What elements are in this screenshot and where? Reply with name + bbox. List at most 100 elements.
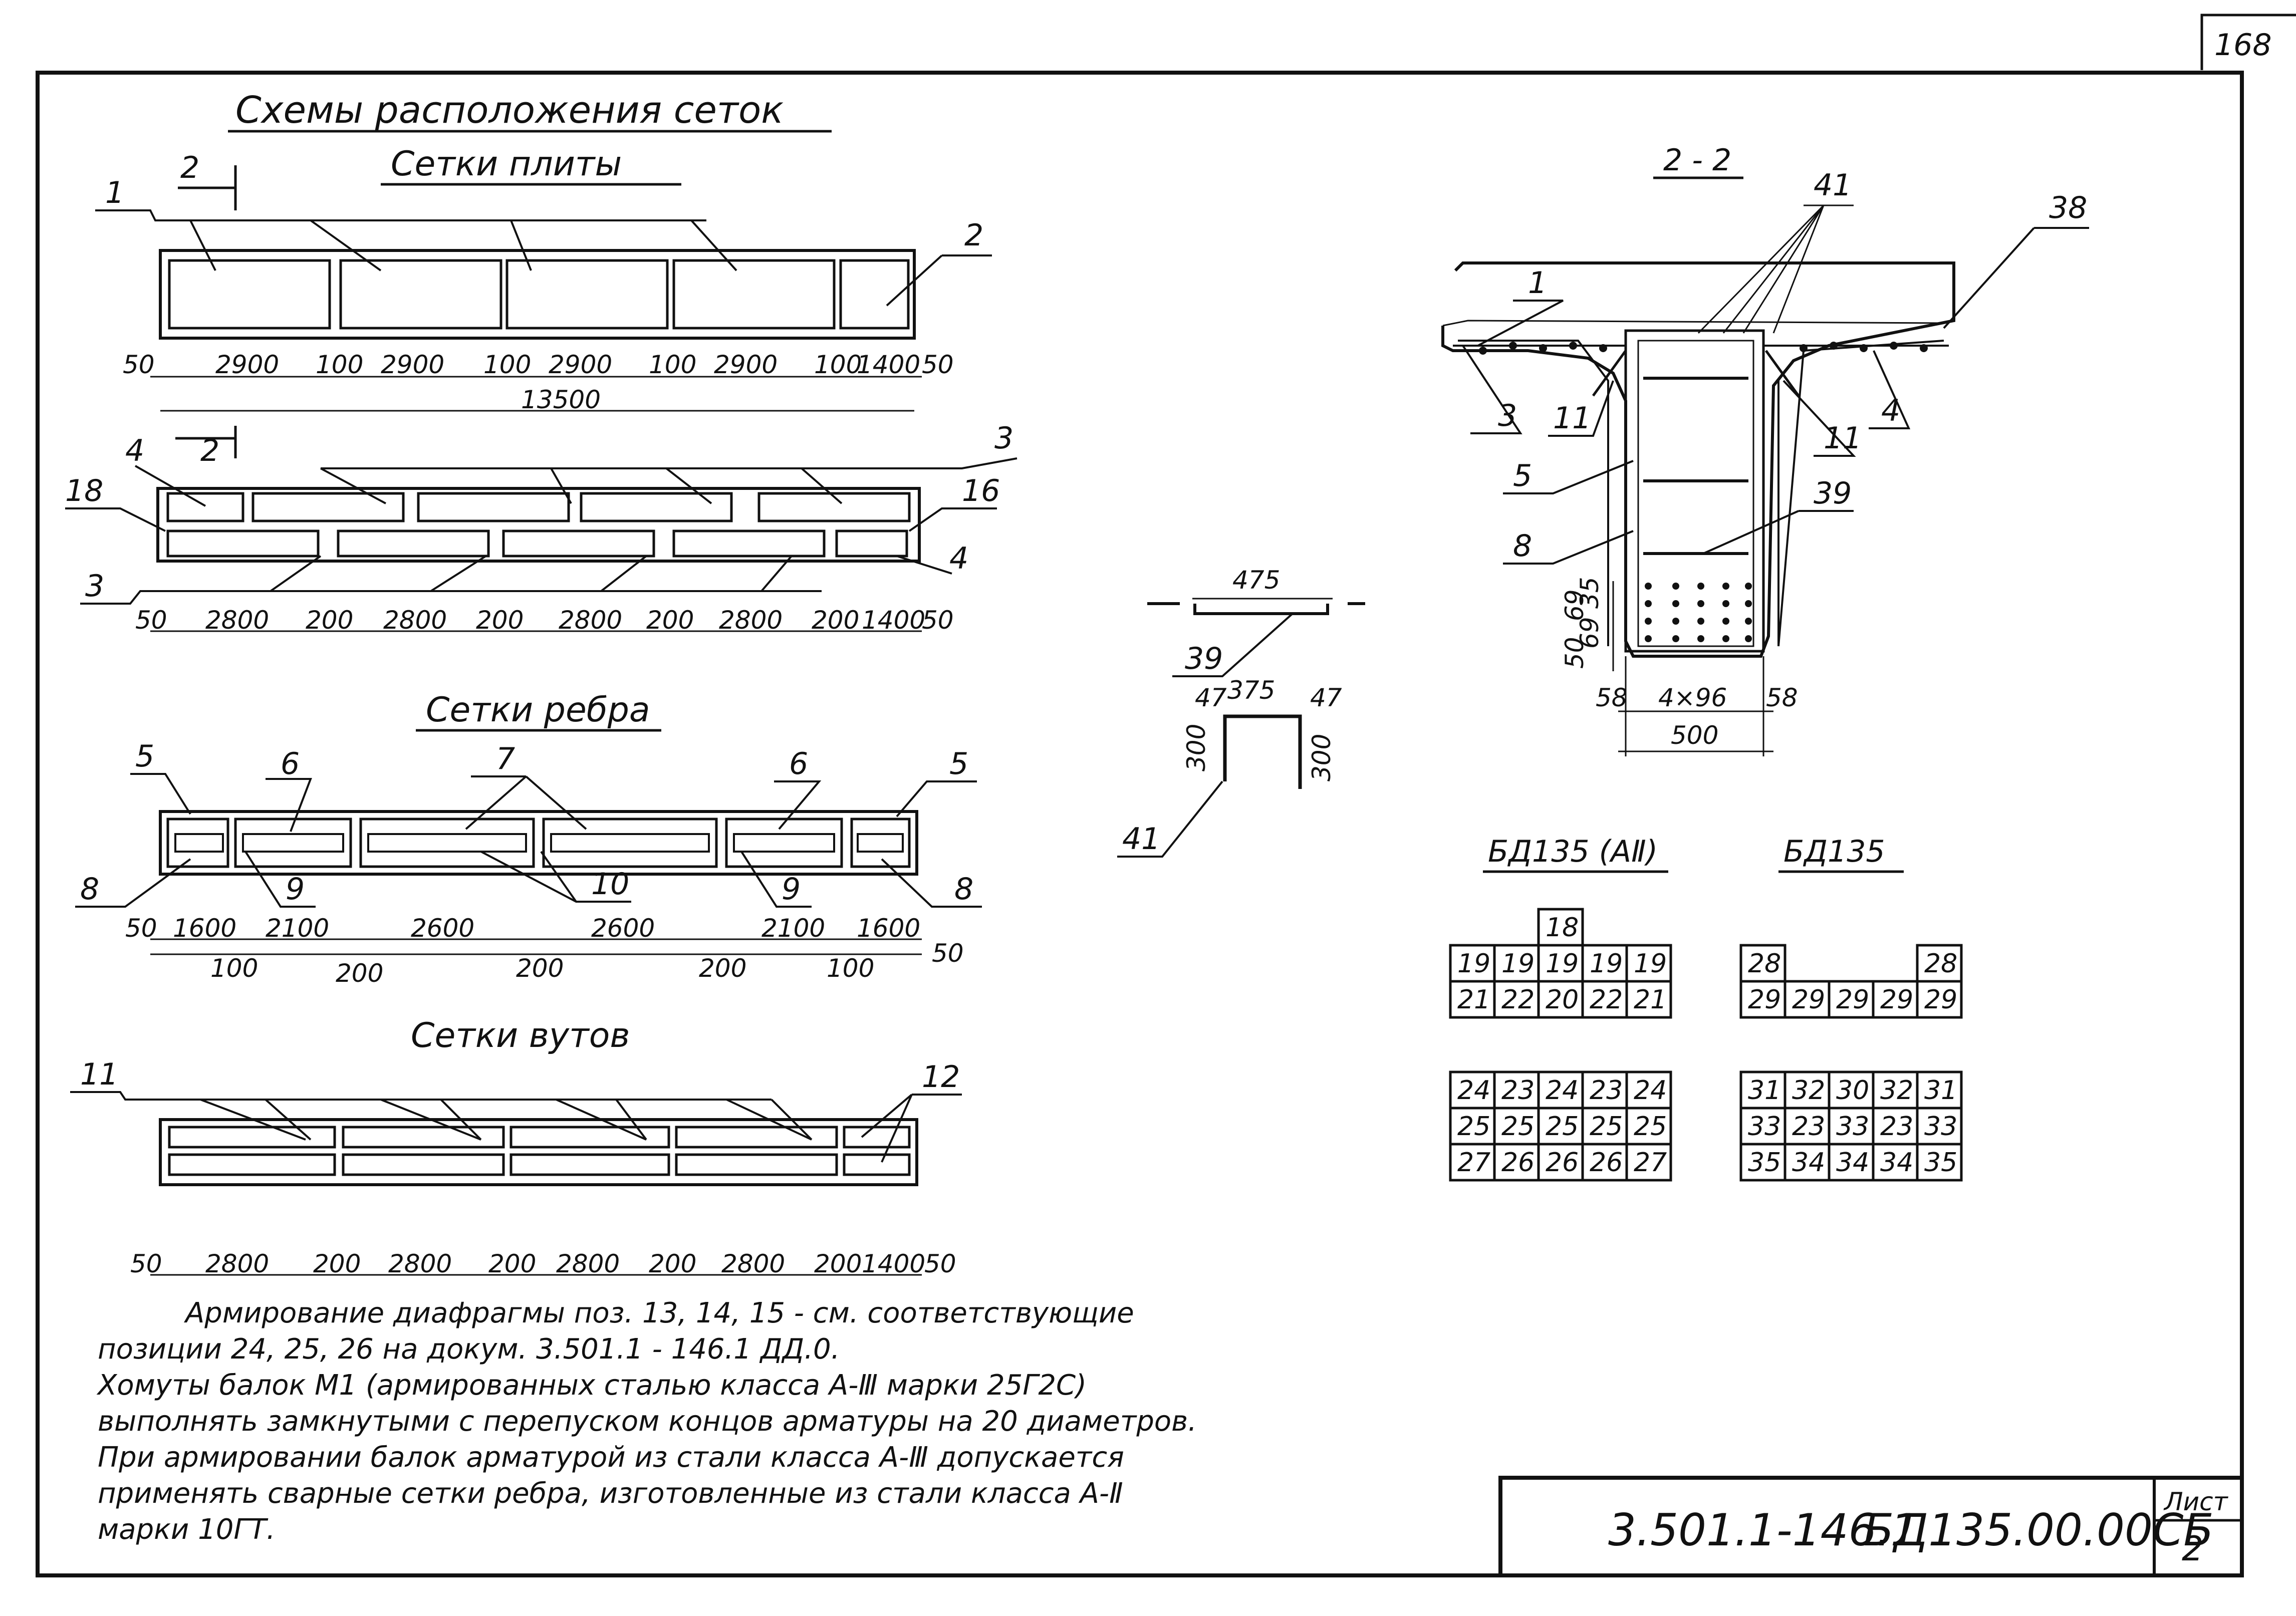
detail-41-side-right: 47 bbox=[1310, 683, 1342, 712]
leader bbox=[70, 1091, 813, 1141]
dim-text: 1600 bbox=[173, 914, 236, 943]
mesh-1d bbox=[672, 259, 836, 330]
dim-text: 200 bbox=[699, 954, 746, 983]
mesh-1b bbox=[339, 259, 502, 330]
table-left-top-cell-text: 22 bbox=[1590, 985, 1623, 1015]
section-marker-38: 38 bbox=[2049, 190, 2087, 225]
leader bbox=[1503, 530, 1634, 565]
dim-text: 2800 bbox=[719, 606, 783, 635]
mesh-10-right bbox=[550, 833, 710, 853]
table-left-top-cell-text: 21 bbox=[1634, 985, 1667, 1015]
table-left-bottom-cell-text: 25 bbox=[1634, 1112, 1667, 1142]
mesh-11g bbox=[675, 1126, 838, 1149]
dim-text: 100 bbox=[827, 954, 874, 983]
table-left-top-cell-text: 20 bbox=[1546, 985, 1579, 1015]
leader bbox=[896, 780, 977, 818]
haunch-meshes: Сетки вутов 11 12 50 2800 200 2800 200 2… bbox=[70, 1016, 962, 1278]
mesh-9-left bbox=[242, 833, 344, 853]
section-marker-5: 5 bbox=[1513, 458, 1532, 493]
mesh-2 bbox=[839, 259, 910, 330]
table-right-bottom-cell bbox=[1916, 1143, 1963, 1182]
table-right-bottom-cell-text: 34 bbox=[1836, 1148, 1869, 1178]
table-right-top-cell-text: 29 bbox=[1792, 985, 1825, 1015]
sheet-number: 2 bbox=[2182, 1529, 2203, 1569]
table-right-bottom-cell-text: 23 bbox=[1792, 1112, 1825, 1142]
dim-text: 2900 bbox=[714, 350, 778, 379]
table-right-bottom-cell-text: 31 bbox=[1748, 1075, 1781, 1106]
sheet-label: Лист bbox=[2163, 1487, 2229, 1516]
document-number: 3.501.1-146.1 bbox=[1608, 1504, 1919, 1556]
table-left-title: БД135 (АⅡ) bbox=[1488, 834, 1658, 869]
table-right-top-cell-text: 29 bbox=[1836, 985, 1869, 1015]
note-line: выполнять замкнутыми с перепуском концов… bbox=[98, 1405, 1197, 1438]
dim-text: 50 bbox=[1560, 637, 1589, 669]
mesh-11b bbox=[168, 1153, 336, 1176]
section-marker-4: 4 bbox=[1881, 393, 1900, 428]
dim-text: 200 bbox=[649, 1249, 696, 1278]
note-line: позиции 24, 25, 26 на докум. 3.501.1 - 1… bbox=[98, 1333, 840, 1366]
dim-text: 200 bbox=[814, 1249, 862, 1278]
table-right-bottom-cell-text: 35 bbox=[1924, 1148, 1957, 1178]
mesh-8-right bbox=[857, 833, 904, 853]
dim-text: 200 bbox=[516, 954, 564, 983]
plate-marker-18: 18 bbox=[65, 473, 103, 508]
mesh-3h bbox=[672, 529, 826, 558]
dim-text: 2600 bbox=[411, 914, 474, 943]
dim-text: 2900 bbox=[215, 350, 279, 379]
table-right-bottom-cell-text: 33 bbox=[1748, 1112, 1781, 1142]
detail-41-height-right: 300 bbox=[1307, 734, 1336, 781]
section-marker-41: 41 bbox=[1814, 168, 1852, 203]
drawing-code: БД135.00.00СБ bbox=[1864, 1504, 2214, 1556]
rib-marker-8-right: 8 bbox=[954, 872, 973, 907]
dim-text: 50 bbox=[125, 914, 157, 943]
plate-marker-3-bottom: 3 bbox=[85, 569, 104, 604]
leader bbox=[130, 773, 191, 815]
dim-text: 2800 bbox=[383, 606, 447, 635]
table-right-bottom-cell-text: 34 bbox=[1880, 1148, 1913, 1178]
leader bbox=[1503, 460, 1634, 494]
plate-meshes: Сетки плиты 2 2 1 2 50 2900 100 2900 100… bbox=[65, 144, 1017, 635]
mesh-3e bbox=[166, 529, 320, 558]
detail-41-height-left: 300 bbox=[1182, 724, 1211, 771]
dim-text: 100 bbox=[210, 954, 258, 983]
table-left-bottom-cell-text: 24 bbox=[1457, 1075, 1490, 1106]
section-marker-11-left: 11 bbox=[1553, 401, 1591, 436]
leader bbox=[1462, 345, 1522, 434]
section-marker-11-right: 11 bbox=[1824, 421, 1862, 456]
dim-text: 2100 bbox=[266, 914, 329, 943]
plate-heading: Сетки плиты bbox=[391, 144, 622, 184]
rib-marker-6-left: 6 bbox=[281, 746, 300, 781]
table-left-bottom-cell-text: 27 bbox=[1457, 1148, 1490, 1178]
table-left-bottom-cell-text: 26 bbox=[1590, 1148, 1623, 1178]
leader bbox=[480, 851, 631, 903]
leader bbox=[135, 465, 206, 507]
table-left-bottom-cell-text: 26 bbox=[1546, 1148, 1579, 1178]
mesh-12a bbox=[843, 1126, 911, 1149]
sheet-title: Схемы расположения сеток bbox=[235, 89, 784, 132]
table-right-title: БД135 bbox=[1783, 834, 1885, 869]
table-left-bottom-cell-text: 25 bbox=[1501, 1112, 1535, 1142]
dim-text: 69 bbox=[1575, 617, 1604, 649]
rib-marker-5-right: 5 bbox=[949, 746, 968, 781]
detail-41-shape bbox=[1223, 714, 1302, 789]
note-line: применять сварные сетки ребра, изготовле… bbox=[98, 1477, 1123, 1510]
rib-marker-5-left: 5 bbox=[135, 739, 154, 774]
table-left-top-cell-text: 19 bbox=[1501, 949, 1535, 979]
table-right-bottom-cell-text: 33 bbox=[1924, 1112, 1957, 1142]
mesh-12b bbox=[843, 1153, 911, 1176]
mesh-3a bbox=[251, 492, 405, 522]
dim-text: 2900 bbox=[549, 350, 612, 379]
note-line: марки 10ГТ. bbox=[98, 1513, 276, 1546]
table-right-bottom-cell-text: 32 bbox=[1792, 1075, 1825, 1106]
table-right-top-cell-text: 29 bbox=[1880, 985, 1913, 1015]
dim-text: 100 bbox=[316, 350, 363, 379]
detail-41-top: 375 bbox=[1227, 676, 1275, 705]
plate-total-length: 13500 bbox=[521, 385, 601, 414]
dim-text: 50 bbox=[135, 606, 167, 635]
dim-text: 200 bbox=[313, 1249, 361, 1278]
dim-text: 1400 bbox=[862, 606, 925, 635]
dim-text: 50 bbox=[932, 939, 964, 968]
stirrups bbox=[1643, 377, 1748, 555]
